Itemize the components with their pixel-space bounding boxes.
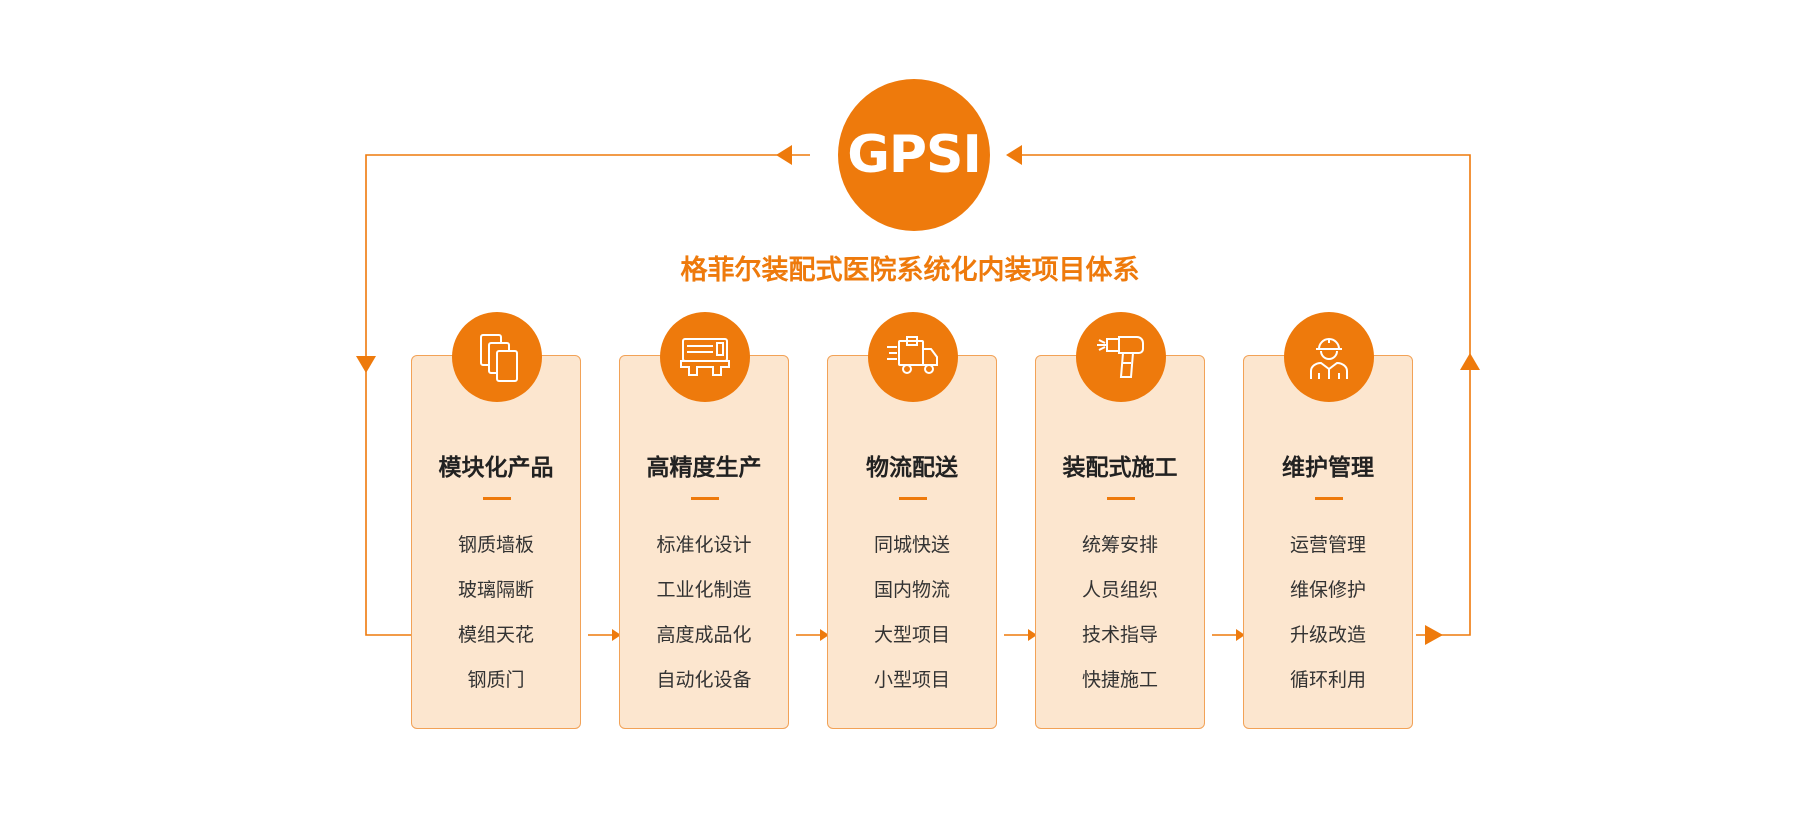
step-card-assembly-construction: 装配式施工 统筹安排 人员组织 技术指导 快捷施工 [1035, 312, 1205, 729]
gpsi-logo: GPSI [838, 79, 990, 231]
arrow-step-4 [1236, 629, 1245, 641]
step-item: 技术指导 [1081, 624, 1158, 646]
arrow-step-3 [1028, 629, 1037, 641]
arrow-into-loop [1425, 625, 1443, 645]
machine-icon [680, 338, 730, 376]
step-item: 钢质门 [467, 669, 525, 691]
truck-icon [887, 336, 938, 374]
step-title: 装配式施工 [1062, 455, 1178, 481]
step-item: 统筹安排 [1081, 534, 1158, 556]
drill-icon [1097, 336, 1144, 378]
step-badge [868, 312, 958, 402]
loop-line-left [365, 154, 810, 636]
step-item: 维保修护 [1289, 579, 1366, 601]
step-card-modular-products: 模块化产品 钢质墙板 玻璃隔断 模组天花 钢质门 [411, 312, 581, 729]
step-item: 自动化设备 [656, 669, 752, 691]
step-item: 钢质墙板 [457, 534, 534, 556]
step-card-precision-production: 高精度生产 标准化设计 工业化制造 高度成品化 自动化设备 [619, 312, 789, 729]
arrow-left-top [776, 145, 792, 165]
step-item: 运营管理 [1289, 534, 1366, 556]
step-card-maintenance: 维护管理 运营管理 维保修护 升级改造 循环利用 [1243, 312, 1413, 729]
arrow-step-2 [820, 629, 829, 641]
title-divider [1107, 497, 1135, 500]
step-item: 玻璃隔断 [457, 579, 534, 601]
step-item: 工业化制造 [656, 579, 752, 601]
arrow-down-left [356, 356, 376, 373]
step-item: 小型项目 [873, 669, 950, 691]
step-item: 标准化设计 [656, 534, 752, 556]
arrow-step-1 [612, 629, 621, 641]
step-badge [660, 312, 750, 402]
step-badge [452, 312, 542, 402]
step-title: 模块化产品 [438, 455, 554, 481]
step-title: 高精度生产 [646, 455, 762, 481]
system-title: 格菲尔装配式医院系统化内装项目体系 [680, 255, 1140, 286]
step-item: 人员组织 [1081, 579, 1158, 601]
worker-icon [1310, 338, 1348, 379]
title-divider [691, 497, 719, 500]
step-item: 快捷施工 [1081, 669, 1158, 691]
step-item: 大型项目 [873, 624, 950, 646]
panels-icon [480, 334, 518, 382]
step-title: 维护管理 [1282, 455, 1374, 481]
step-card-logistics: 物流配送 同城快送 国内物流 大型项目 小型项目 [827, 312, 997, 729]
title-divider [899, 497, 927, 500]
logo-text: GPSI [847, 125, 982, 185]
title-divider [483, 497, 511, 500]
step-item: 循环利用 [1289, 669, 1366, 691]
step-title: 物流配送 [866, 455, 958, 481]
arrow-right-top [1006, 145, 1022, 165]
step-item: 同城快送 [873, 534, 950, 556]
title-divider [1315, 497, 1343, 500]
arrow-up-right [1460, 353, 1480, 370]
step-item: 高度成品化 [656, 624, 752, 646]
step-badge [1076, 312, 1166, 402]
step-item: 模组天花 [457, 624, 534, 646]
step-item: 国内物流 [873, 579, 950, 601]
step-badge [1284, 312, 1374, 402]
step-item: 升级改造 [1289, 624, 1366, 646]
